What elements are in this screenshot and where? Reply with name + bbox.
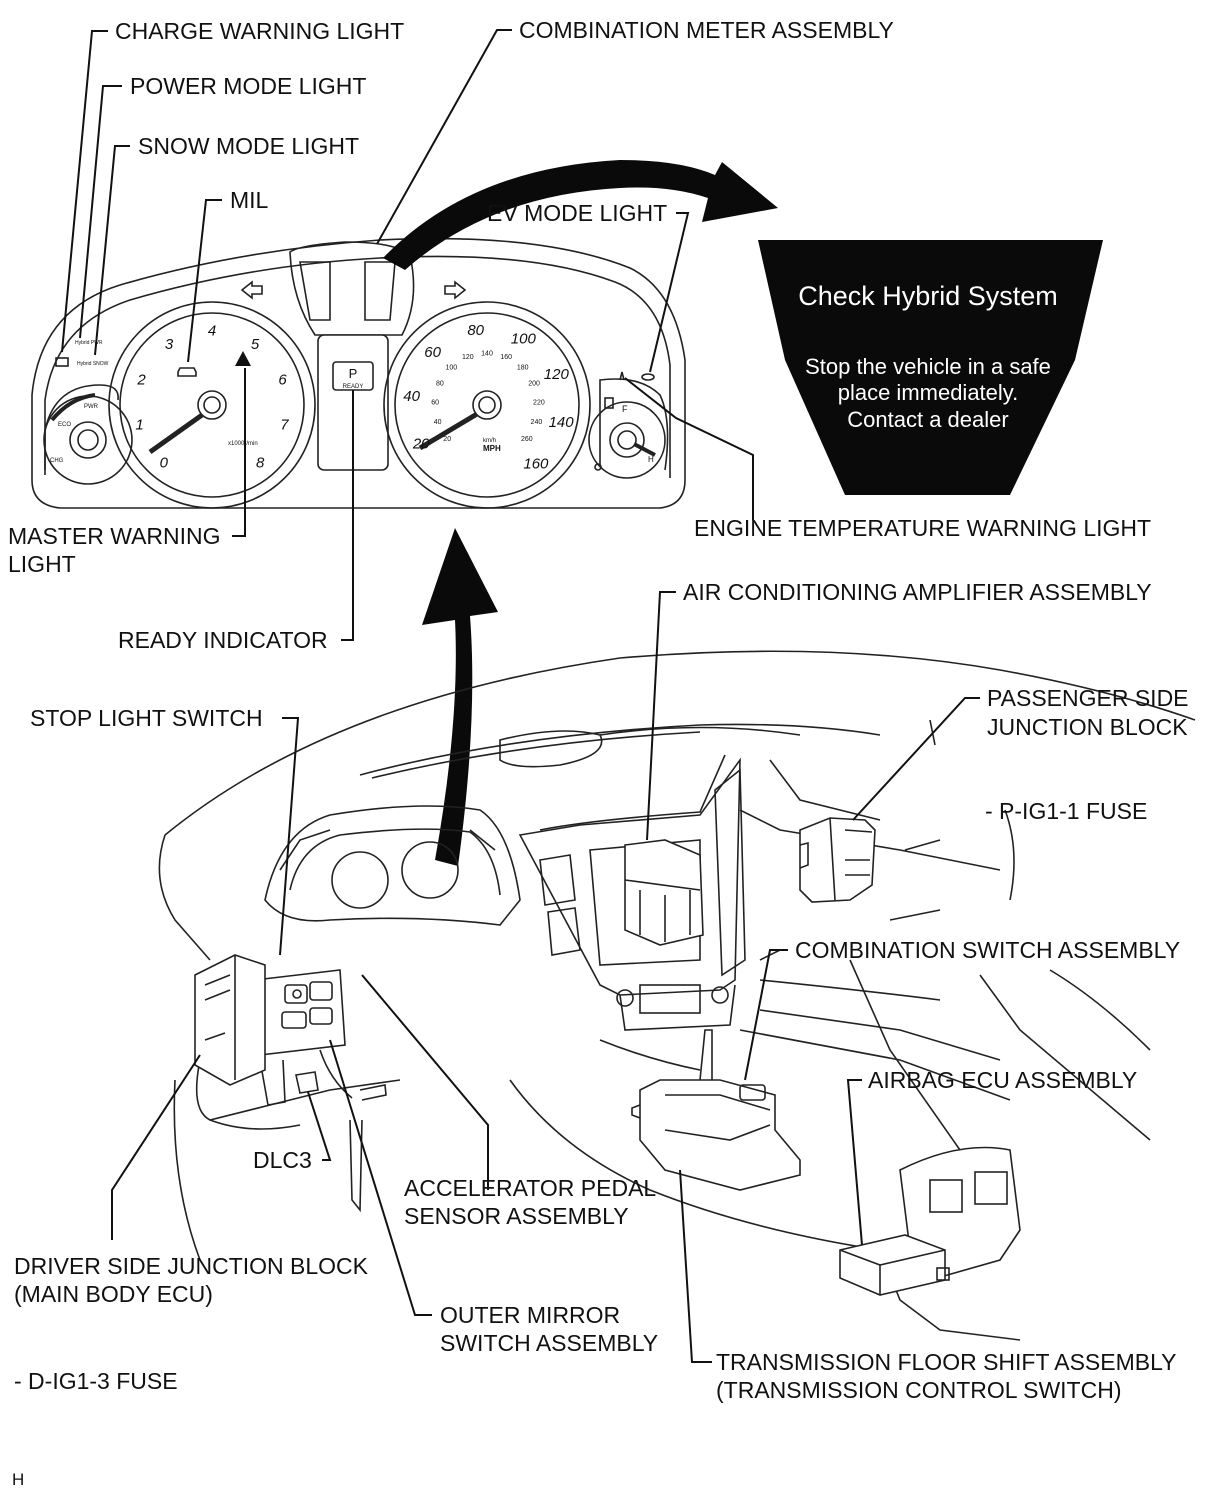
- label-transmission-floor-shift-line2: (TRANSMISSION CONTROL SWITCH): [716, 1377, 1121, 1403]
- label-engine-temperature-warning-light: ENGINE TEMPERATURE WARNING LIGHT: [694, 515, 1151, 541]
- speed-tick-100: 100: [511, 331, 537, 348]
- speed-inner-tick-120: 120: [462, 354, 474, 361]
- label-d-ig1-3-fuse: - D-IG1-3 FUSE: [14, 1368, 178, 1394]
- speed-tick-160: 160: [523, 456, 549, 473]
- fuel-pump-icon: [604, 397, 614, 409]
- label-combination-switch-assembly: COMBINATION SWITCH ASSEMBLY: [795, 937, 1180, 963]
- label-driver-side-junction-block-line2: (MAIN BODY ECU): [14, 1281, 213, 1307]
- label-driver-side-junction-block-line1: DRIVER SIDE JUNCTION BLOCK: [14, 1253, 369, 1279]
- right-turn-arrow-icon: [444, 280, 467, 300]
- arrow-dash-to-meter-icon: [422, 528, 498, 866]
- label-master-warning-light-line2: LIGHT: [8, 551, 76, 577]
- tach-tick-2: 2: [136, 372, 146, 389]
- display-panel: [758, 240, 1103, 495]
- speed-inner-tick-20: 20: [443, 436, 451, 443]
- label-outer-mirror-switch-line1: OUTER MIRROR: [440, 1302, 620, 1328]
- speed-unit-mph: MPH: [483, 444, 501, 453]
- label-power-mode-light: POWER MODE LIGHT: [130, 73, 366, 99]
- display-line-3: Contact a dealer: [847, 407, 1008, 432]
- label-dlc3: DLC3: [253, 1147, 312, 1173]
- tach-tick-7: 7: [280, 417, 289, 434]
- gear-letter: P: [349, 366, 358, 381]
- label-passenger-side-junction-block-line1: PASSENGER SIDE: [987, 685, 1189, 711]
- display-title: Check Hybrid System: [798, 281, 1058, 311]
- tach-tick-8: 8: [256, 455, 265, 472]
- speed-inner-tick-80: 80: [436, 381, 444, 388]
- charge-warning-icon: [55, 357, 69, 367]
- hybrid-pwr-label: Hybrid PWR: [75, 340, 103, 346]
- power-scale-chg: CHG: [50, 458, 64, 464]
- fuel-temp-gauge: F H: [588, 371, 669, 479]
- speed-inner-tick-40: 40: [434, 419, 442, 426]
- label-stop-light-switch: STOP LIGHT SWITCH: [30, 705, 263, 731]
- speed-tick-80: 80: [467, 322, 484, 339]
- hybrid-snow-label: Hybrid SNOW: [77, 361, 109, 367]
- speedometer: 20 40 60 80 100 120 140 160 20 40 60 80 100 120 140 16…: [383, 301, 591, 509]
- label-combination-meter-assembly: COMBINATION METER ASSEMBLY: [519, 17, 894, 43]
- speed-inner-tick-140: 140: [481, 350, 493, 357]
- display-line-2: place immediately.: [838, 380, 1019, 405]
- label-master-warning-light-line1: MASTER WARNING: [8, 523, 221, 549]
- speed-inner-tick-240: 240: [531, 419, 543, 426]
- multi-display-message: Check Hybrid System Stop the vehicle in …: [758, 240, 1103, 495]
- label-p-ig1-1-fuse: - P-IG1-1 FUSE: [985, 798, 1147, 824]
- label-charge-warning-light: CHARGE WARNING LIGHT: [115, 18, 404, 44]
- display-line-1: Stop the vehicle in a safe: [805, 354, 1051, 379]
- speed-inner-tick-220: 220: [533, 399, 545, 406]
- label-passenger-side-junction-block-line2: JUNCTION BLOCK: [987, 714, 1188, 740]
- speed-inner-tick-260: 260: [521, 436, 533, 443]
- label-outer-mirror-switch-line2: SWITCH ASSEMBLY: [440, 1330, 658, 1356]
- combination-meter-illustration: P READY 0 1 2 3 4 5 6 7 8 x1000r/min: [31, 237, 686, 509]
- tach-unit: x1000r/min: [228, 441, 258, 447]
- dashboard-illustration: [158, 650, 1196, 1341]
- power-scale-pwr: PWR: [84, 404, 99, 410]
- leader-lines: [61, 29, 980, 1363]
- label-air-conditioning-amplifier-assembly: AIR CONDITIONING AMPLIFIER ASSEMBLY: [683, 579, 1152, 605]
- speed-inner-tick-200: 200: [528, 381, 540, 388]
- label-ready-indicator: READY INDICATOR: [118, 627, 328, 653]
- figure-code: H: [12, 1470, 24, 1489]
- tach-tick-1: 1: [135, 417, 143, 434]
- label-accelerator-pedal-sensor-line1: ACCELERATOR PEDAL: [404, 1175, 656, 1201]
- callout-labels: CHARGE WARNING LIGHT POWER MODE LIGHT SN…: [8, 17, 1189, 1489]
- power-scale-eco: ECO: [58, 422, 71, 428]
- engine-temp-icon: [619, 371, 625, 381]
- arrow-meter-to-display-icon: [383, 160, 778, 270]
- power-gauge: ECO CHG PWR Hybrid PWR Hybrid SNOW: [43, 340, 133, 485]
- tach-tick-0: 0: [160, 455, 169, 472]
- speed-tick-20: 20: [412, 435, 430, 452]
- speed-tick-140: 140: [549, 414, 575, 431]
- label-accelerator-pedal-sensor-line2: SENSOR ASSEMBLY: [404, 1203, 629, 1229]
- speed-unit-kmh: km/h: [483, 438, 496, 444]
- tach-tick-6: 6: [278, 372, 287, 389]
- speed-tick-120: 120: [544, 366, 570, 383]
- speed-inner-tick-100: 100: [445, 365, 457, 372]
- label-airbag-ecu-assembly: AIRBAG ECU ASSEMBLY: [868, 1067, 1137, 1093]
- transmission-shift-illustration: [631, 1029, 801, 1191]
- passenger-junction-block-illustration: [799, 817, 876, 903]
- mil-icon: [177, 367, 197, 377]
- label-mil: MIL: [230, 187, 269, 213]
- temp-hot-mark: H: [648, 455, 654, 464]
- left-turn-arrow-icon: [240, 280, 263, 300]
- tach-tick-5: 5: [251, 336, 260, 353]
- fuel-full-mark: F: [622, 404, 628, 414]
- label-ev-mode-light: EV MODE LIGHT: [487, 200, 667, 226]
- tachometer: 0 1 2 3 4 5 6 7 8 x1000r/min: [108, 301, 316, 509]
- tach-tick-4: 4: [208, 322, 216, 339]
- label-snow-mode-light: SNOW MODE LIGHT: [138, 133, 359, 159]
- ac-amplifier-illustration: [624, 839, 704, 946]
- speed-inner-tick-180: 180: [517, 365, 529, 372]
- speed-inner-tick-60: 60: [431, 399, 439, 406]
- speed-inner-tick-160: 160: [500, 354, 512, 361]
- speed-tick-60: 60: [424, 344, 441, 361]
- ev-mode-icon: [641, 373, 655, 381]
- speed-tick-40: 40: [403, 388, 420, 405]
- master-warning-icon: [235, 351, 251, 366]
- ready-text: READY: [343, 384, 364, 390]
- tach-tick-3: 3: [165, 336, 174, 353]
- label-transmission-floor-shift-line1: TRANSMISSION FLOOR SHIFT ASSEMBLY: [716, 1349, 1177, 1375]
